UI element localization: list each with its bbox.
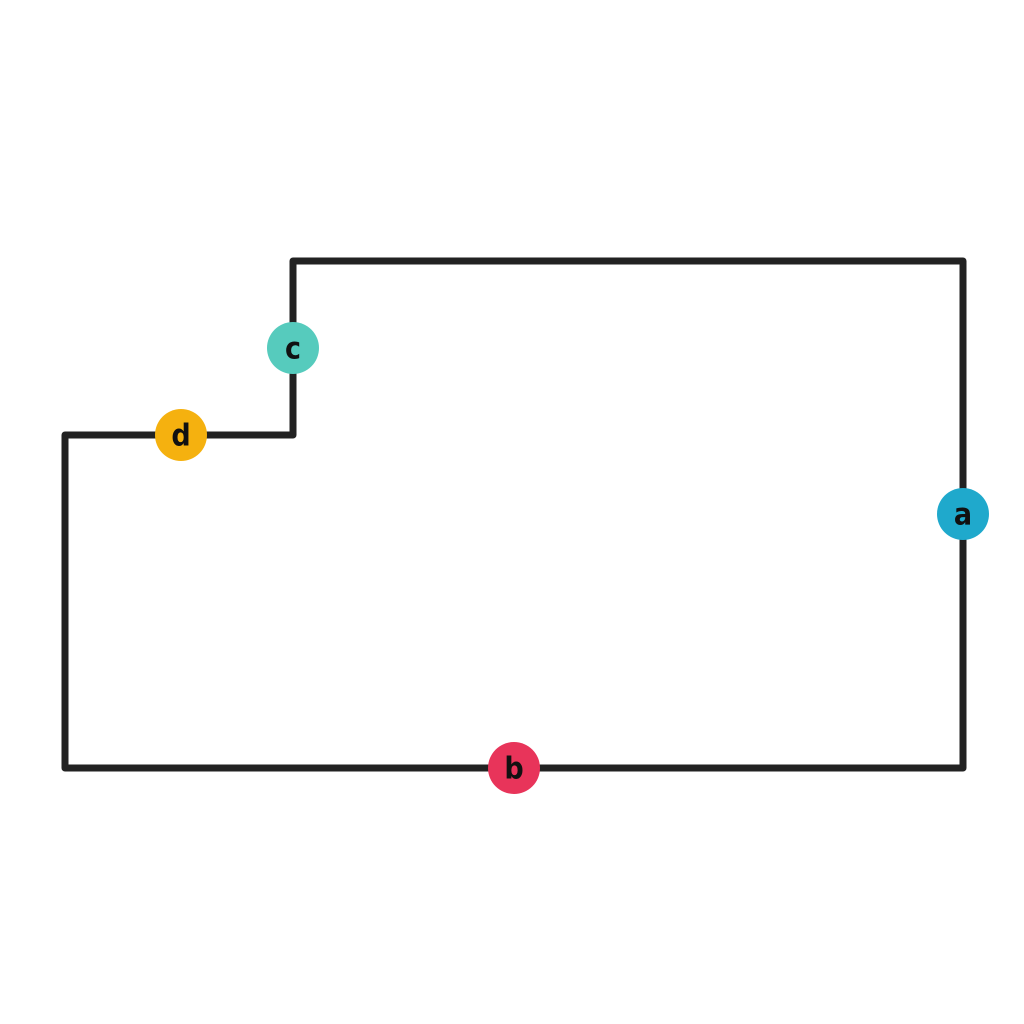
label-d-marker [155, 409, 207, 461]
label-a-marker [937, 488, 989, 540]
label-c-marker [267, 322, 319, 374]
polygon-outline [61, 257, 967, 772]
label-c-text: c [285, 332, 301, 367]
edge-label-b: b [488, 742, 540, 794]
edge-label-a: a [937, 488, 989, 540]
edge-label-d: d [155, 409, 207, 461]
label-b-marker [488, 742, 540, 794]
label-b-text: b [504, 752, 523, 787]
label-d-text: d [171, 419, 190, 454]
edge-label-c: c [267, 322, 319, 374]
label-a-text: a [954, 498, 972, 533]
